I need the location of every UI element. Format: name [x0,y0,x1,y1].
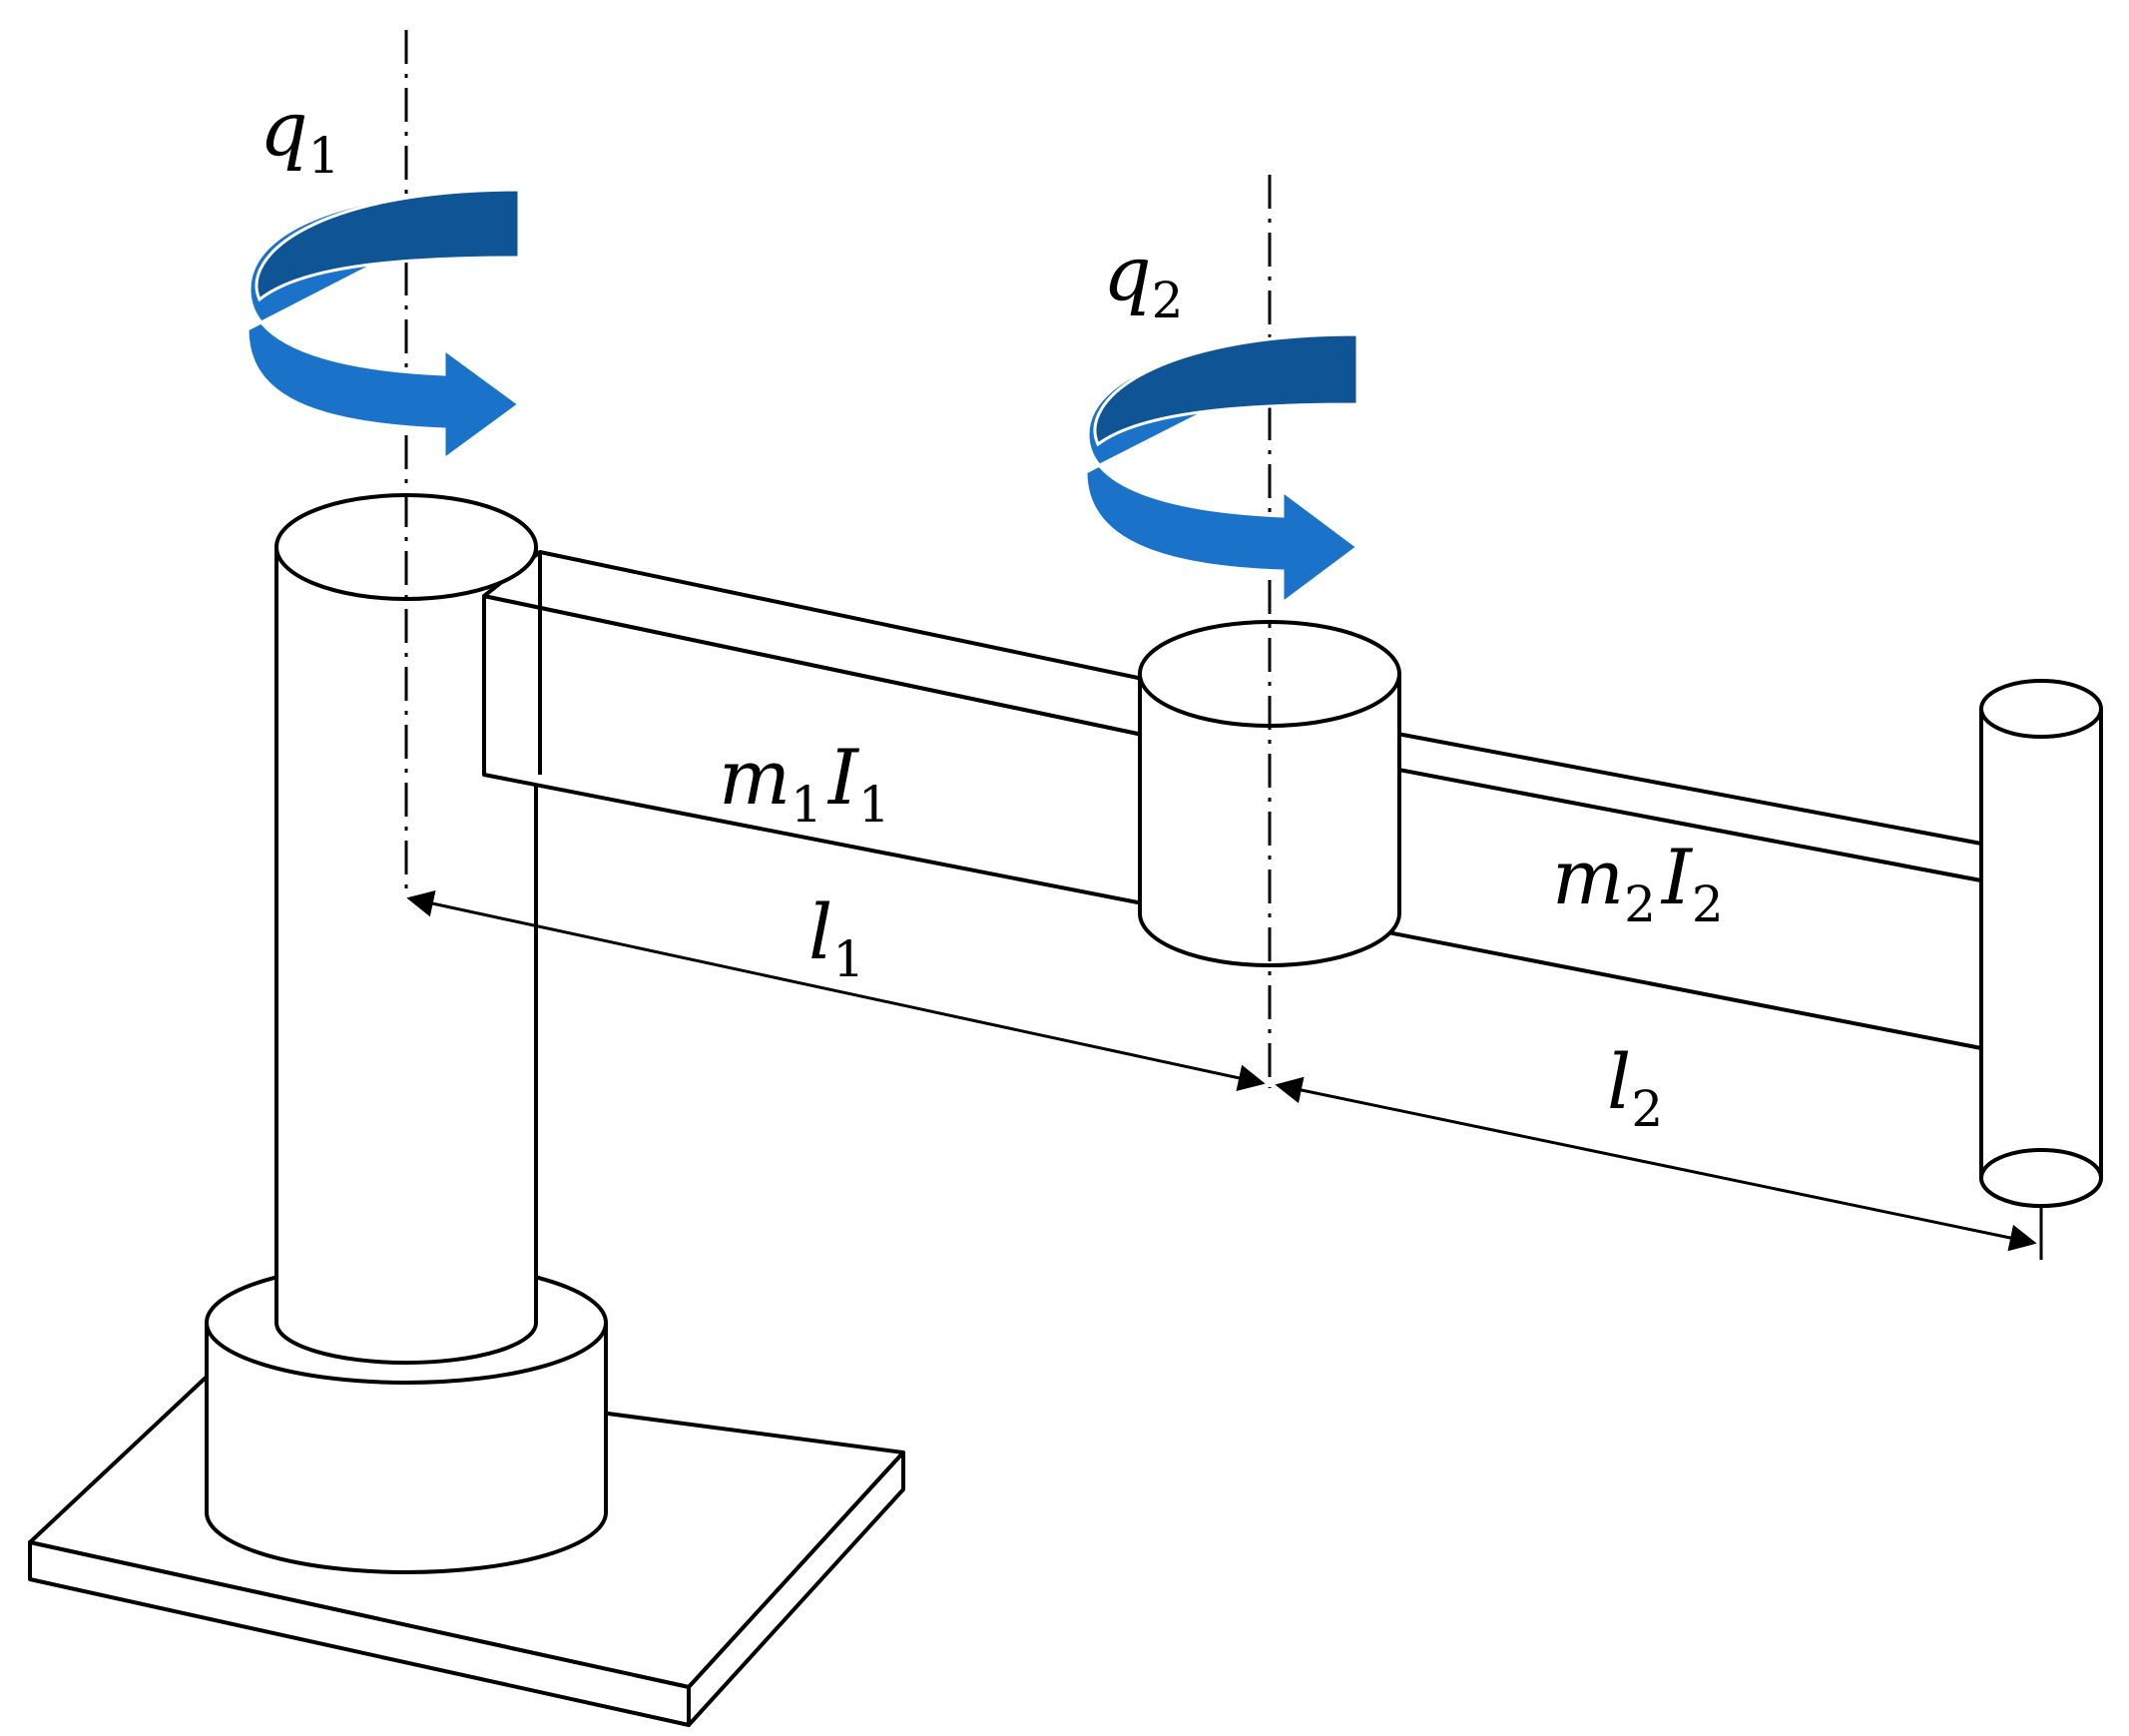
label-I1-base: I [826,733,860,822]
label-m2-sub: 2 [1624,875,1656,933]
label-l1: l1 [808,887,864,988]
label-link1-mass-inertia: m1I1 [719,733,890,834]
label-m1-sub: 1 [791,776,822,834]
label-m2-base: m [1552,833,1624,921]
end-effector [1979,679,2103,1208]
label-q2: q2 [1103,229,1183,329]
label-link2-mass-inertia: m2I2 [1552,833,1724,933]
label-q1: q1 [260,84,339,185]
label-q1-sub: 1 [308,127,340,185]
link-1-arm [482,550,1145,905]
dimension-l1-line [406,889,1266,1092]
label-l1-sub: 1 [832,930,864,988]
dimension-l2-line [1275,1076,2037,1252]
rotation-arrow-q2-icon [1084,332,1360,606]
label-l2-base: l [1607,1037,1631,1126]
label-I1-sub: 1 [858,776,890,834]
label-q2-sub: 2 [1152,272,1184,329]
column [274,545,538,1365]
label-l2-sub: 2 [1631,1080,1663,1138]
label-m1-base: m [719,733,791,822]
label-q2-base: q [1103,229,1152,317]
rotation-arrow-q1-icon [246,188,522,462]
label-I2-base: I [1660,833,1694,921]
label-l2: l2 [1607,1037,1663,1138]
label-I2-sub: 2 [1692,875,1724,933]
label-l1-base: l [808,887,832,976]
label-q1-base: q [260,84,308,173]
